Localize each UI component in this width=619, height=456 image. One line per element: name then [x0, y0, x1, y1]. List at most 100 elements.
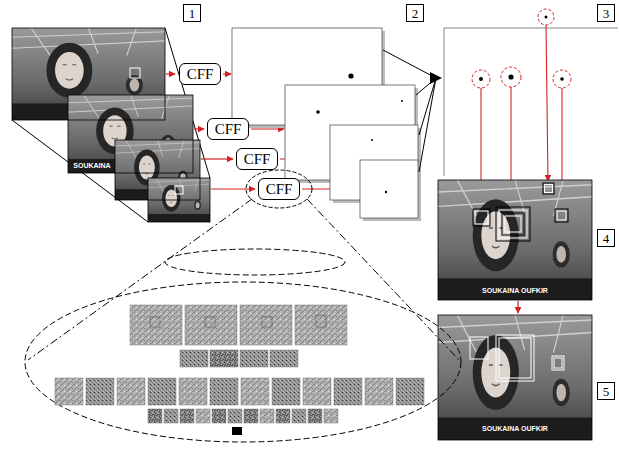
panel-number-text: 4: [603, 232, 610, 245]
image-pyramid: [12, 28, 210, 222]
fused-map: [472, 70, 490, 88]
result-photo: [438, 315, 592, 440]
feature-maps: [117, 378, 145, 405]
red-arrows: [211, 188, 255, 189]
feature-maps: [272, 378, 300, 405]
fused-map: [560, 77, 564, 81]
image-pyramid: [130, 68, 140, 78]
detection-photo: [438, 180, 592, 313]
feature-maps: [179, 378, 207, 405]
zoom-outline: [165, 249, 345, 275]
cff-box: CFF: [207, 118, 249, 140]
fused-map: [545, 16, 548, 19]
feature-maps: [180, 409, 194, 423]
detection-photo: [545, 185, 553, 193]
zoom-outline: [28, 199, 252, 360]
feature-maps: [396, 378, 424, 405]
red-arrows: [223, 73, 231, 74]
response-maps: [385, 191, 387, 193]
image-pyramid: [68, 95, 193, 173]
feature-maps: [130, 305, 182, 345]
image-pyramid: [175, 186, 183, 194]
red-arrows: [201, 158, 233, 159]
detection-photo: [438, 180, 592, 300]
feature-maps: [241, 378, 269, 405]
result-photo: [470, 337, 488, 359]
photo-caption: SOUKAINA: [73, 162, 110, 169]
result-photo: [438, 315, 592, 440]
feature-maps: [228, 409, 242, 423]
fused-map: [553, 70, 571, 88]
image-pyramid: [148, 178, 210, 222]
fused-map: [501, 67, 521, 87]
detection-photo: [496, 207, 530, 241]
merge-arrows: [383, 50, 442, 172]
detection-photo: [555, 209, 568, 222]
feature-maps: [148, 409, 162, 423]
feature-maps: [303, 378, 331, 405]
cff-label: CFF: [215, 122, 242, 137]
feature-maps: [316, 315, 326, 327]
feature-maps: [210, 350, 238, 367]
cff-box: CFF: [236, 148, 278, 170]
feature-maps: [55, 305, 424, 435]
feature-maps: [240, 305, 292, 345]
response-maps: [401, 100, 403, 102]
response-maps: [232, 28, 421, 221]
panel-number-text: 3: [603, 7, 610, 20]
cff-label: CFF: [244, 152, 271, 167]
feature-maps: [185, 305, 237, 345]
panel-number-text: 2: [412, 7, 419, 20]
result-photo: [554, 358, 562, 368]
panel-number: 4: [597, 229, 615, 247]
panel-number: 1: [183, 4, 201, 22]
feature-maps: [308, 409, 322, 423]
feature-maps: [150, 317, 160, 327]
feature-maps: [86, 378, 114, 405]
feature-maps: [260, 409, 274, 423]
zoom-outline: [25, 170, 461, 442]
fused-map: [538, 9, 554, 25]
red-arrows: [251, 128, 284, 129]
panel-number: 3: [597, 4, 615, 22]
zoom-outline: [25, 282, 461, 442]
fused-map: [472, 9, 571, 88]
detection-photo: [505, 216, 521, 232]
detection-photo: [475, 211, 488, 224]
response-maps: [360, 160, 418, 218]
result-photo: [499, 338, 531, 378]
red-arrows: [194, 128, 204, 129]
feature-maps: [196, 409, 210, 423]
feature-maps: [205, 317, 215, 327]
feature-maps: [55, 378, 83, 405]
feature-maps: [164, 409, 178, 423]
fused-map: [444, 28, 618, 176]
detection-photo: [438, 180, 592, 300]
merge-arrows: [419, 78, 436, 172]
feature-maps: [292, 409, 306, 423]
result-photo: [438, 315, 592, 440]
feature-maps: [262, 317, 272, 327]
result-photo: [552, 356, 564, 370]
detection-photo: [502, 213, 524, 235]
cff-box: CFF: [258, 178, 300, 200]
pyramid-outline: [12, 28, 210, 222]
photo-caption: SOUKAINA OUFKIR: [482, 287, 548, 294]
panel-number-text: 5: [603, 385, 610, 398]
feature-maps: [244, 409, 258, 423]
image-pyramid: [12, 28, 165, 120]
feature-maps: [212, 409, 226, 423]
result-photo: [496, 335, 534, 381]
panel-number-text: 1: [189, 7, 196, 20]
fused-map: [444, 9, 618, 207]
fused-map: [479, 77, 483, 81]
response-maps: [371, 139, 373, 141]
merge-arrows: [383, 50, 436, 78]
feature-maps: [365, 378, 393, 405]
detection-photo: [557, 211, 566, 220]
detection-photo: [473, 209, 490, 226]
response-maps: [348, 73, 353, 78]
photo-caption: SOUKAINA OUFKIR: [482, 425, 548, 432]
